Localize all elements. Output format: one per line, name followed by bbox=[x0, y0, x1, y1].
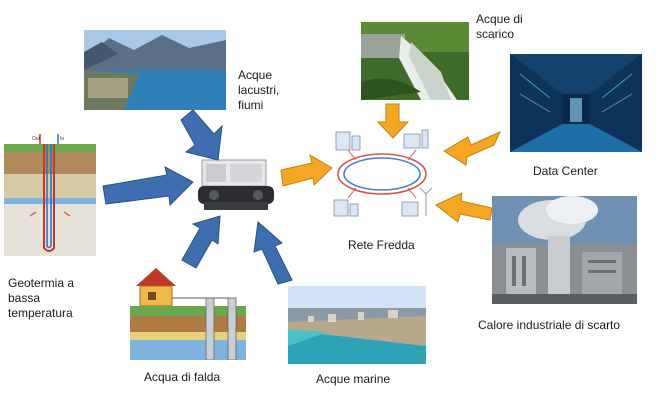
label-acqua-falda: Acqua di falda bbox=[144, 370, 221, 384]
industrial-photo bbox=[492, 196, 637, 304]
chiller-unit bbox=[196, 156, 276, 214]
geo-out-label: Out bbox=[32, 136, 41, 142]
lake-photo bbox=[84, 30, 226, 110]
geothermal-diagram: Out In bbox=[4, 130, 96, 256]
arrow-geothermal-to-chiller bbox=[102, 166, 194, 207]
label-calore-industriale: Calore industriale di scarto bbox=[478, 318, 621, 332]
arrow-lake-to-chiller bbox=[180, 109, 223, 161]
sewage-photo bbox=[361, 22, 469, 100]
cold-network-ring-inner bbox=[343, 157, 421, 191]
label-acque-lacustri: Acque lacustri, fiumi bbox=[238, 68, 280, 112]
label-acque-scarico: Acque di scarico bbox=[476, 12, 523, 41]
cold-network-ring-outer bbox=[337, 153, 427, 195]
label-rete-fredda: Rete Fredda bbox=[348, 238, 415, 252]
label-geotermia: Geotermia a bassa temperatura bbox=[8, 276, 75, 320]
arrow-chiller-to-network bbox=[280, 153, 333, 187]
arrow-datacenter-to-network bbox=[443, 130, 502, 166]
datacenter-photo bbox=[510, 54, 642, 152]
arrow-industrial-to-network bbox=[435, 192, 493, 223]
label-data-center: Data Center bbox=[533, 164, 598, 178]
arrow-groundwater-to-chiller bbox=[181, 215, 221, 269]
geo-in-label: In bbox=[60, 136, 64, 142]
network-devices bbox=[326, 124, 438, 222]
arrow-sewage-to-network bbox=[376, 103, 410, 139]
arrow-sea-to-chiller bbox=[253, 221, 293, 285]
label-acque-marine: Acque marine bbox=[316, 372, 391, 386]
sea-photo bbox=[288, 286, 426, 364]
groundwater-diagram bbox=[130, 262, 246, 360]
